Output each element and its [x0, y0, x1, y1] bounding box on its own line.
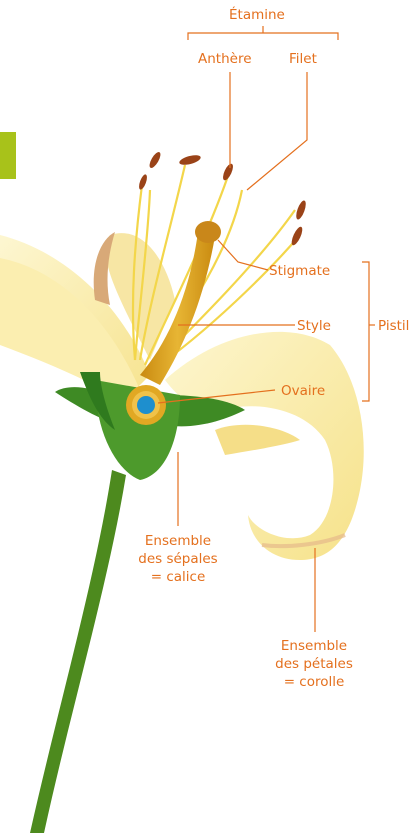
- label-style: Style: [297, 317, 331, 335]
- label-pistil: Pistil: [378, 317, 409, 335]
- label-stigmate: Stigmate: [269, 262, 330, 280]
- label-filet: Filet: [289, 50, 317, 68]
- petal-right-inner: [215, 425, 300, 455]
- label-corolle: Ensemble des pétales = corolle: [268, 637, 360, 691]
- line-filet: [247, 72, 307, 190]
- label-etamine: Étamine: [229, 6, 285, 24]
- stem: [30, 470, 126, 833]
- label-calice: Ensemble des sépales = calice: [132, 532, 224, 586]
- label-ovaire: Ovaire: [281, 382, 325, 400]
- anthers: [137, 150, 307, 246]
- label-anthere: Anthère: [198, 50, 252, 68]
- bracket-pistil: [362, 262, 369, 401]
- bracket-etamine: [188, 33, 338, 40]
- stigma: [195, 221, 221, 243]
- ovule: [137, 396, 155, 414]
